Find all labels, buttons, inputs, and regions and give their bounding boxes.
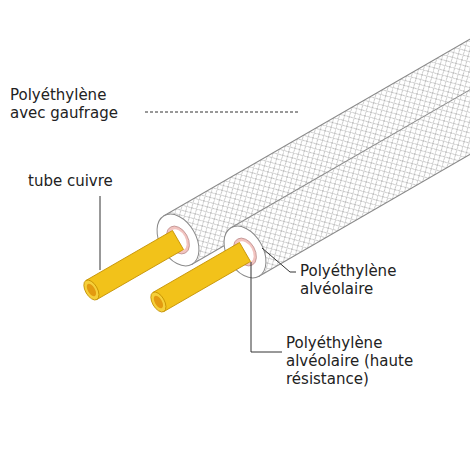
leader-line bbox=[140, 112, 300, 113]
part-label: Polyéthylène alvéolaire bbox=[298, 262, 432, 298]
part-label: tube cuivre bbox=[26, 172, 115, 190]
insulated-tube bbox=[139, 38, 470, 329]
leader-line bbox=[251, 262, 282, 352]
part-label: Polyéthylène alvéolaire (haute résistanc… bbox=[284, 334, 448, 388]
part-label: Polyéthylène avec gaufrage bbox=[8, 86, 144, 122]
leader-line bbox=[262, 248, 296, 272]
leader-lines bbox=[100, 112, 300, 352]
leader-line bbox=[100, 196, 101, 270]
